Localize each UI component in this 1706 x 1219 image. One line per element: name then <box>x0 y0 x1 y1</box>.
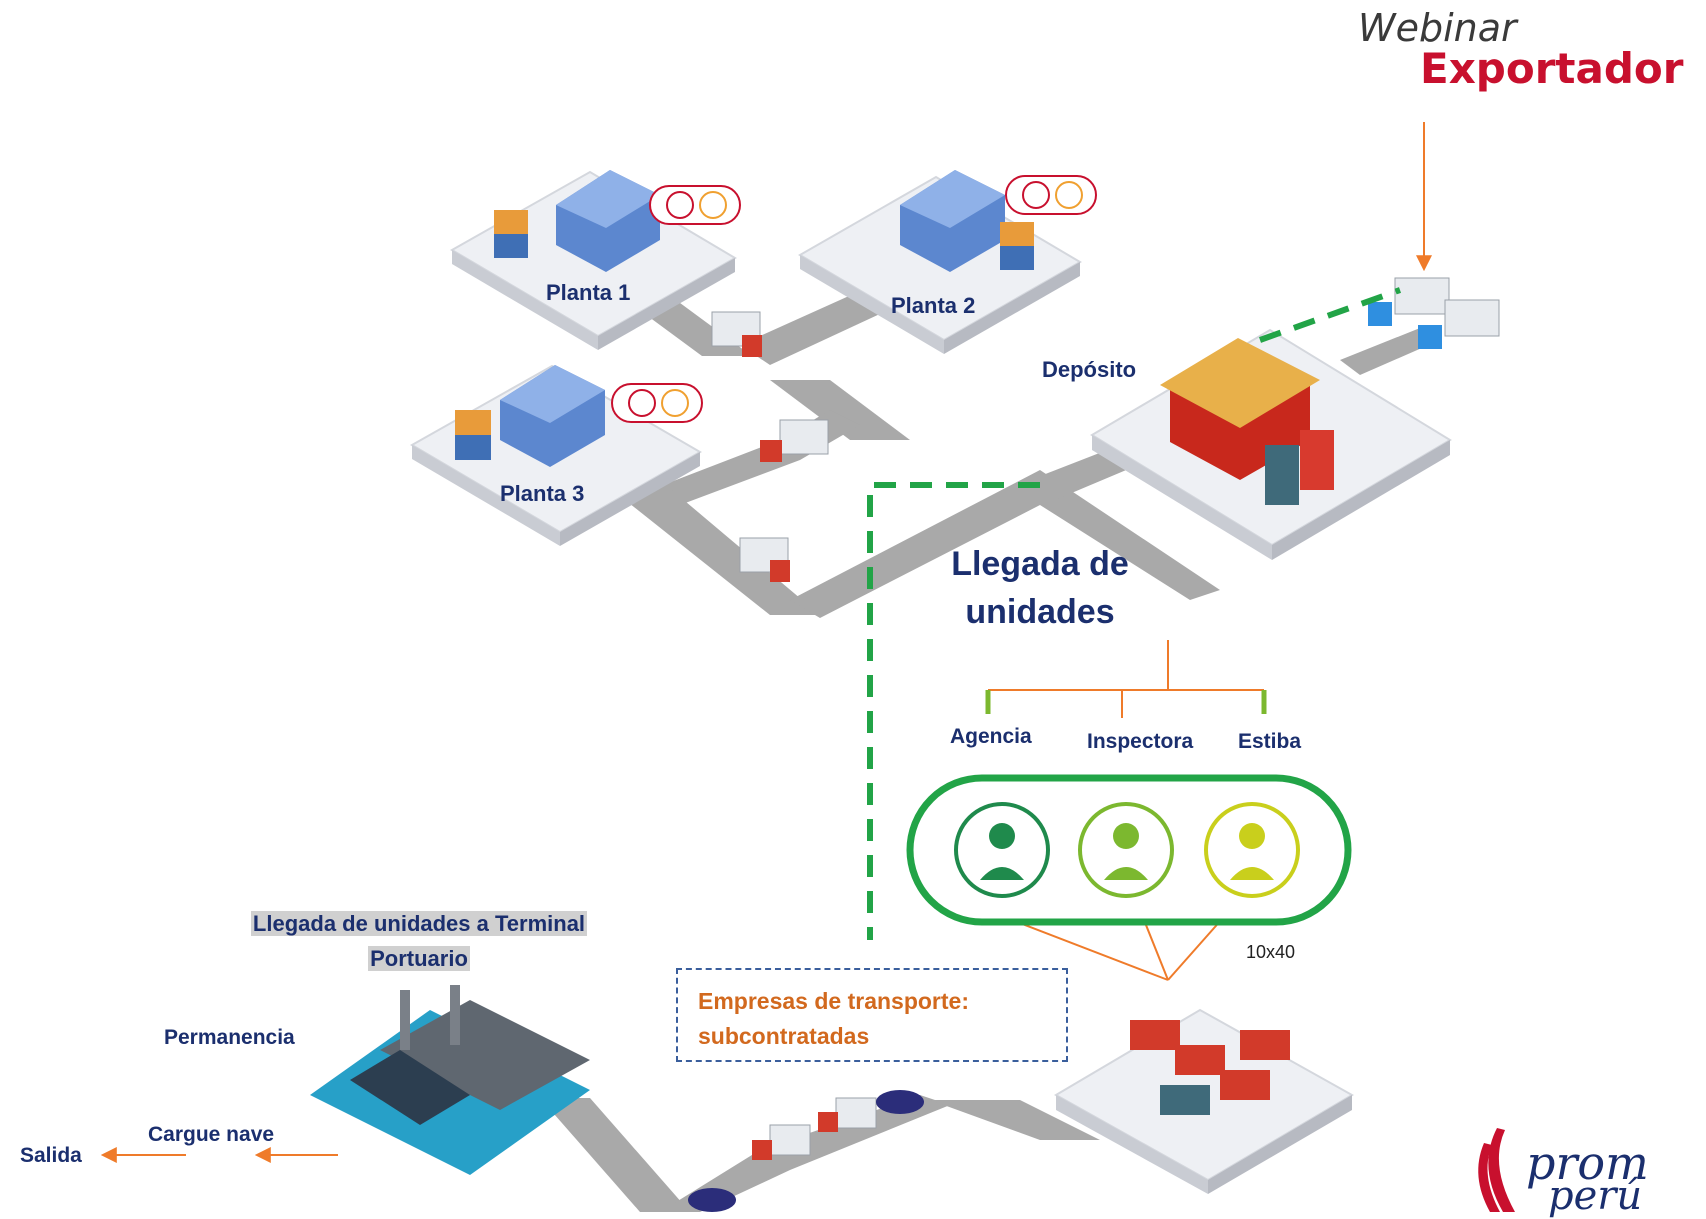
role-ticks <box>985 690 1267 714</box>
transport-line2: subcontratadas <box>698 1023 870 1049</box>
road-segment <box>790 470 1220 618</box>
container-yard <box>1053 1008 1355 1194</box>
car-icon <box>688 1188 736 1212</box>
deposit-label: Depósito <box>1042 357 1137 382</box>
truck-icon <box>739 537 790 582</box>
plant-1-platform <box>449 170 737 350</box>
safety-badge-icon <box>1005 175 1097 215</box>
plant-2-platform <box>798 170 1082 354</box>
plant-2-label: Planta 2 <box>891 293 976 318</box>
plant-3-platform <box>409 364 703 546</box>
road-segment <box>770 380 910 440</box>
logo-text-prom: prom <box>1526 1136 1649 1190</box>
truck-icon <box>1368 277 1450 326</box>
role-inspectora-label: Inspectora <box>1087 730 1194 753</box>
role-agencia-label: Agencia <box>950 725 1032 748</box>
truck-icon <box>1418 299 1500 349</box>
stevedore-icon <box>1204 802 1300 898</box>
customs-agent-icon <box>954 802 1050 898</box>
promperu-logo-icon <box>1478 1128 1515 1212</box>
salida-label: Salida <box>20 1144 82 1167</box>
port-terminal <box>310 985 590 1175</box>
truck-icon <box>760 419 829 462</box>
arrival-title-line1: Llegada de <box>951 545 1129 583</box>
header-webinar: Webinar <box>1358 6 1517 50</box>
safety-badge-icon <box>649 185 741 225</box>
header-exportador: Exportador <box>1420 44 1684 93</box>
truck-icon <box>818 1097 877 1132</box>
car-icon <box>876 1090 924 1114</box>
logo-text-peru: perú <box>1548 1173 1643 1219</box>
terminal-title-line2: Portuario <box>368 946 470 971</box>
plant-1-label: Planta 1 <box>546 280 631 305</box>
safety-badge-icon <box>611 383 703 423</box>
truck-icon <box>752 1124 811 1160</box>
container-note: 10x40 <box>1246 942 1296 962</box>
plant-3-label: Planta 3 <box>500 481 585 506</box>
arrival-title: Llegada de unidades <box>940 540 1140 636</box>
road-segment <box>540 1098 690 1212</box>
arrival-title-line2: unidades <box>965 593 1115 631</box>
terminal-title: Llegada de unidades a Terminal Portuario <box>224 906 614 976</box>
road-segment <box>930 1100 1100 1140</box>
terminal-title-line1: Llegada de unidades a Terminal <box>250 911 588 936</box>
road-segment <box>1340 328 1440 375</box>
deposit-platform <box>1090 328 1452 560</box>
green-dashed-bracket <box>867 287 1402 940</box>
cargue-nave-label: Cargue nave <box>148 1123 275 1146</box>
inspector-icon <box>1078 802 1174 898</box>
road-segment <box>600 480 820 615</box>
permanencia-label: Permanencia <box>164 1026 295 1049</box>
transport-companies-box: Empresas de transporte: subcontratadas <box>676 968 1068 1062</box>
transport-line1: Empresas de transporte: <box>698 988 969 1014</box>
truck-icon <box>711 311 762 357</box>
road-network <box>540 282 1440 1212</box>
role-estiba-label: Estiba <box>1238 730 1302 753</box>
